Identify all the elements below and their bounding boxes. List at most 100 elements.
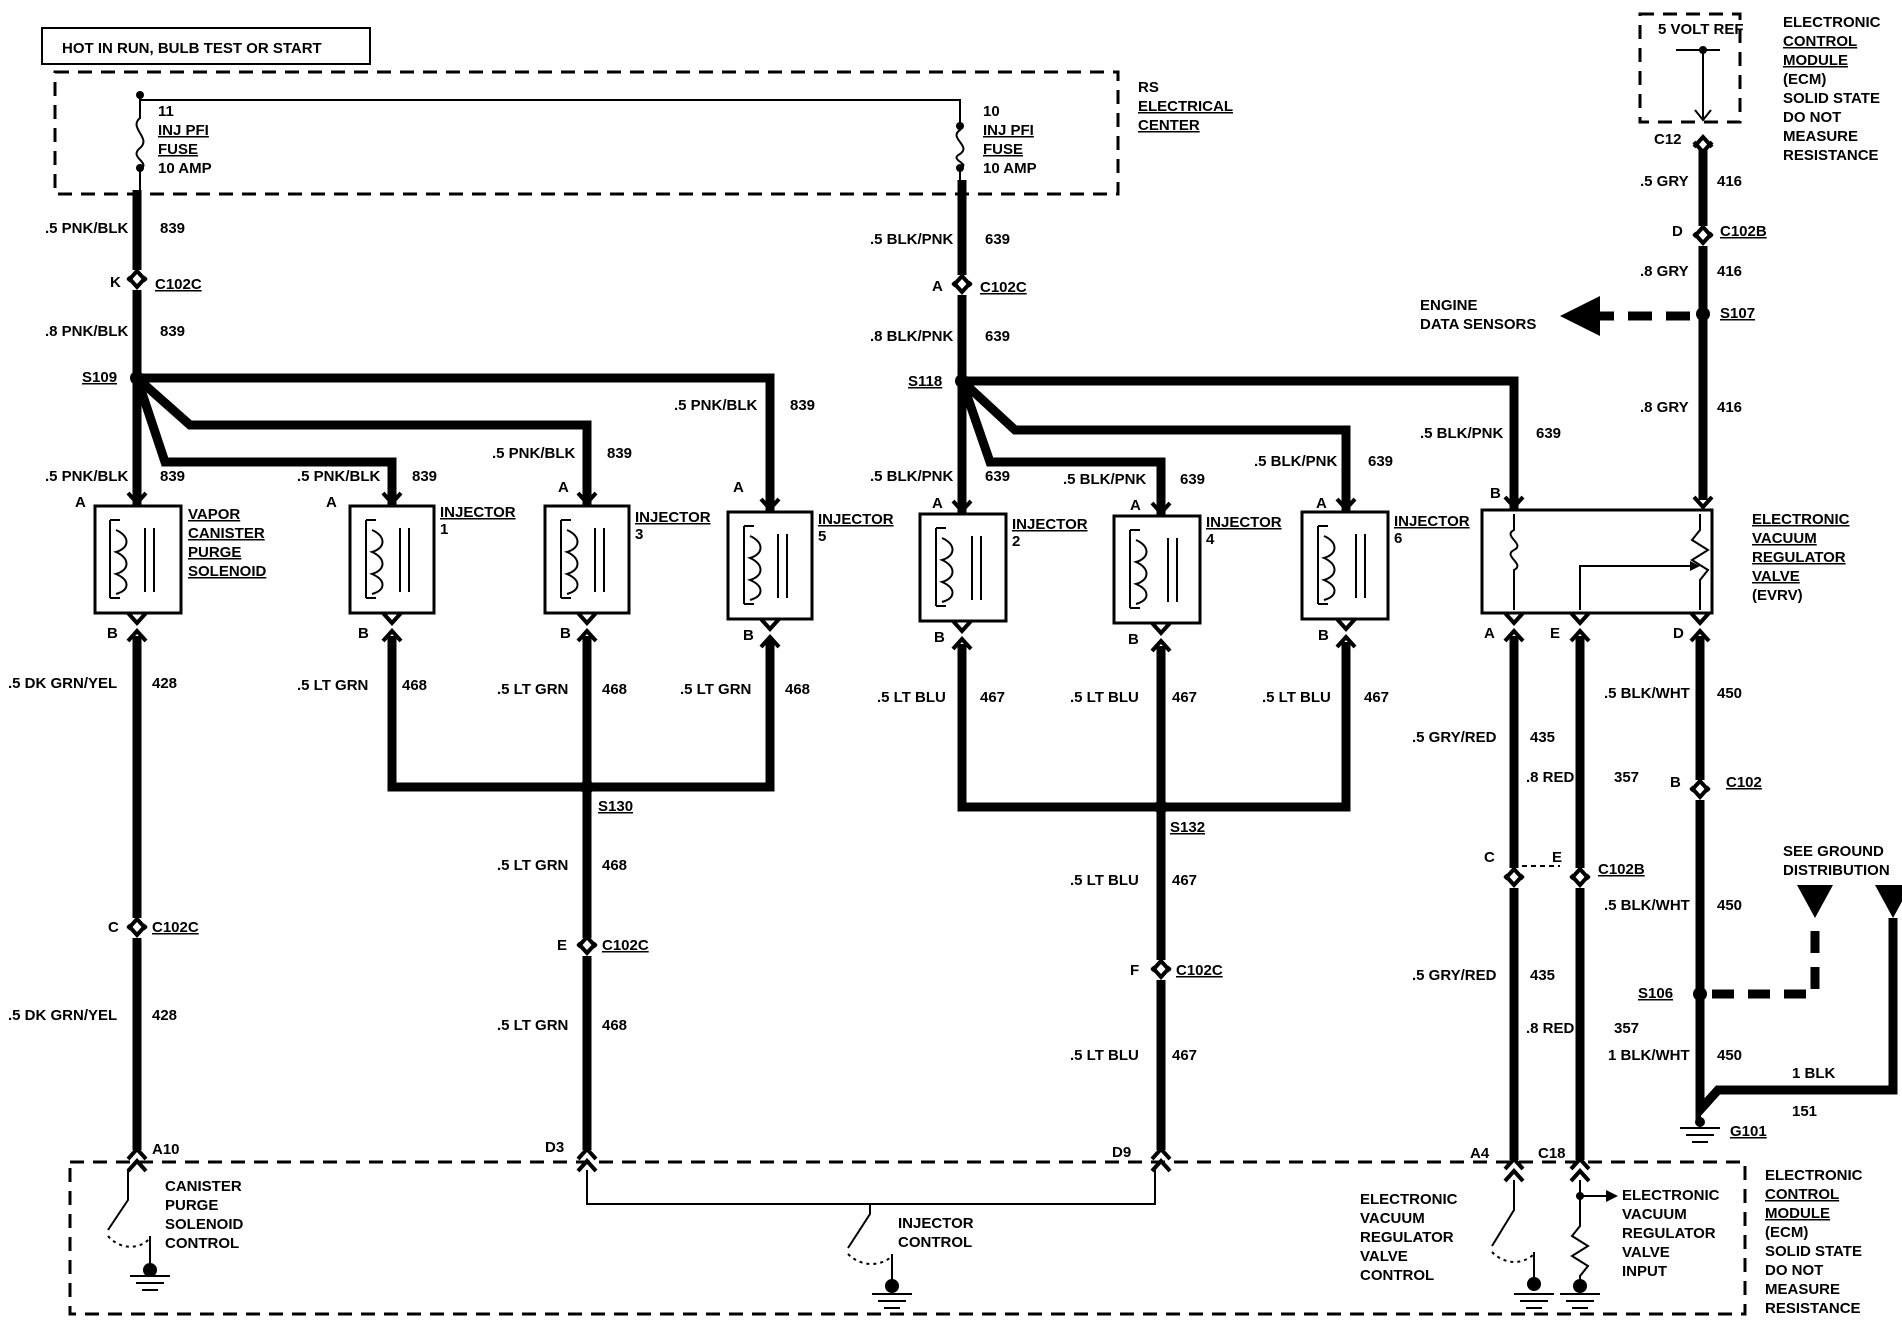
- wire-label-639-2: 639: [985, 328, 1010, 345]
- wire-label-839-inj5: 839: [790, 397, 815, 414]
- splice-s107-label: S107: [1720, 305, 1755, 322]
- ground-g101: [1680, 1110, 1720, 1143]
- engine-data-label-1: ENGINE: [1420, 297, 1478, 314]
- wire-label-450-3: 450: [1717, 1047, 1742, 1064]
- engine-data-arrow: [1560, 296, 1600, 336]
- fuse11-amp: 10 AMP: [158, 160, 212, 177]
- inj4-num: 4: [1206, 531, 1215, 548]
- ecm-top-label-6: DO NOT: [1783, 109, 1841, 126]
- conn-c102b-lower: C102B: [1598, 861, 1645, 878]
- splice-s132-label: S132: [1170, 819, 1205, 836]
- wire-label-dkgrnyel-2: .5 DK GRN/YEL: [8, 1007, 117, 1024]
- inj4-label: INJECTOR: [1206, 514, 1282, 531]
- inj4-pin-b: B: [1128, 631, 1139, 648]
- fuse11-name: INJ PFI: [158, 122, 209, 139]
- splice-s109-label: S109: [82, 369, 117, 386]
- evrv-input-2: VACUUM: [1622, 1206, 1687, 1223]
- ground-arrow-2: [1875, 885, 1902, 918]
- ecm-pin-a4: A4: [1470, 1145, 1490, 1162]
- splice-s106: [1693, 987, 1707, 1001]
- ecm-top-label-3: MODULE: [1783, 52, 1848, 69]
- wire-label-ltgrn-s130: .5 LT GRN: [497, 857, 568, 874]
- evrv-ctrl-4: VALVE: [1360, 1248, 1408, 1265]
- wire-label-468-3: 468: [602, 681, 627, 698]
- ecm-bottom-box: [68, 1160, 1747, 1316]
- canister-ctrl-4: CONTROL: [165, 1235, 239, 1252]
- evrv-pin-d: D: [1673, 625, 1684, 642]
- wire-label-428-1: 428: [152, 675, 177, 692]
- splice-s132: [1154, 800, 1168, 814]
- wire-label-467-4: 467: [1172, 689, 1197, 706]
- conn-c102: C102: [1726, 774, 1762, 791]
- wire-468-bank: [387, 636, 775, 792]
- ecm-top-label-2: CONTROL: [1783, 33, 1857, 50]
- ecm-top-label-7: MEASURE: [1783, 128, 1858, 145]
- wire-label-gry-8-1: .8 GRY: [1640, 263, 1689, 280]
- wire-label-blkpnk-inj4: .5 BLK/PNK: [1063, 471, 1147, 488]
- wire-label-blkpnk-inj2: .5 BLK/PNK: [870, 468, 954, 485]
- wire-label-639-inj6: 639: [1368, 453, 1393, 470]
- wire-label-red-1: .8 RED: [1526, 769, 1575, 786]
- inj2-pin-a: A: [932, 495, 943, 512]
- pin-a-c102c: A: [932, 278, 943, 295]
- wire-label-151: 151: [1792, 1103, 1817, 1120]
- evrv-pin-a: A: [1484, 625, 1495, 642]
- wire-label-ltgrn-1: .5 LT GRN: [297, 677, 368, 694]
- vapor-label-3: PURGE: [188, 544, 241, 561]
- inj1-num: 1: [440, 521, 448, 538]
- injector-5: [726, 492, 814, 649]
- wire-839-inj3: [134, 374, 592, 492]
- wire-label-639-inj4: 639: [1180, 471, 1205, 488]
- ground-note-1: SEE GROUND: [1783, 843, 1884, 860]
- evrv-input-1: ELECTRONIC: [1622, 1187, 1720, 1204]
- ecm-top-label-8: RESISTANCE: [1783, 147, 1879, 164]
- wire-label-gryred-1: .5 GRY/RED: [1412, 729, 1497, 746]
- inj1-label: INJECTOR: [440, 504, 516, 521]
- conn-c102b-top: C102B: [1720, 223, 1767, 240]
- vapor-label-2: CANISTER: [188, 525, 265, 542]
- wire-label-467-6: 467: [1364, 689, 1389, 706]
- ecm-bottom-label-2: CONTROL: [1765, 1186, 1839, 1203]
- wire-label-ltblu-6: .5 LT BLU: [1262, 689, 1331, 706]
- wire-label-468-1: 468: [402, 677, 427, 694]
- ecm-5v-arrow: [1694, 109, 1712, 122]
- wire-label-639-inj2: 639: [985, 468, 1010, 485]
- wire-label-ltgrn-low: .5 LT GRN: [497, 1017, 568, 1034]
- wire-label-dkgrnyel-1: .5 DK GRN/YEL: [8, 675, 117, 692]
- wire-639-evrv: [962, 376, 1519, 500]
- wire-label-357-1: 357: [1614, 769, 1639, 786]
- inj3-pin-b: B: [560, 625, 571, 642]
- pin-f-c102c: F: [1130, 962, 1139, 979]
- wire-839-inj1: [132, 376, 397, 492]
- wire-label-468-low: 468: [602, 1017, 627, 1034]
- ground-arrow-1: [1797, 885, 1833, 918]
- conn-c12: C12: [1654, 131, 1682, 148]
- inj1-pin-b: B: [358, 625, 369, 642]
- splice-s106-label: S106: [1638, 985, 1673, 1002]
- inj2-num: 2: [1012, 533, 1020, 550]
- wire-label-839-inj1: 839: [412, 468, 437, 485]
- ecm-pin-chevrons: [126, 1147, 1591, 1183]
- evrv-pin-b: B: [1490, 485, 1501, 502]
- canister-ctrl-2: PURGE: [165, 1197, 218, 1214]
- inj6-pin-a: A: [1316, 495, 1327, 512]
- ecm-bottom-label-3: MODULE: [1765, 1205, 1830, 1222]
- rs-center-label-1: RS: [1138, 79, 1159, 96]
- wire-label-357-2: 357: [1614, 1020, 1639, 1037]
- ecm-bottom-label-1: ELECTRONIC: [1765, 1167, 1863, 1184]
- wire-label-pnkblk-5-top: .5 PNK/BLK: [45, 220, 129, 237]
- conn-c102c-c: C102C: [152, 919, 199, 936]
- wire-label-ltgrn-5: .5 LT GRN: [680, 681, 751, 698]
- evrv-input-3: REGULATOR: [1622, 1225, 1716, 1242]
- inj2-label: INJECTOR: [1012, 516, 1088, 533]
- injector-1: [348, 491, 436, 643]
- ecm-bottom-label-7: MEASURE: [1765, 1281, 1840, 1298]
- wire-label-639-top: 639: [985, 231, 1010, 248]
- evrv-pin-e: E: [1550, 625, 1560, 642]
- hot-label-box: [41, 27, 371, 65]
- inj3-label: INJECTOR: [635, 509, 711, 526]
- wire-label-ltgrn-3: .5 LT GRN: [497, 681, 568, 698]
- fuse11-fuse: FUSE: [158, 141, 198, 158]
- ground-note-2: DISTRIBUTION: [1783, 862, 1890, 879]
- wire-label-450-1: 450: [1717, 685, 1742, 702]
